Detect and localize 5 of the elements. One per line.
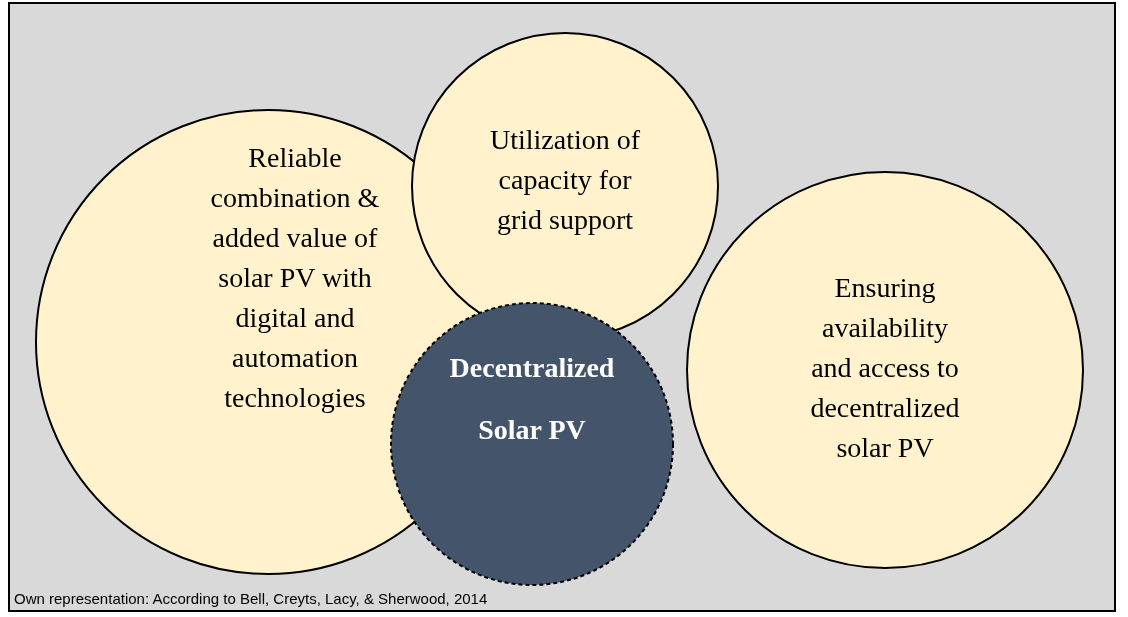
circle-label: Utilization of capacity for grid support <box>488 123 642 237</box>
circle-label: Ensuring availability and access to decentralized solar PV <box>809 271 961 465</box>
circle-label: Decentralized Solar PV <box>448 351 616 447</box>
circle-label: Reliable combination & added value of solar PV with digital and automation technologies <box>209 141 381 415</box>
caption: Own representation: According to Bell, Creyts, Lacy, & Sherwood, 2014 <box>14 590 488 607</box>
